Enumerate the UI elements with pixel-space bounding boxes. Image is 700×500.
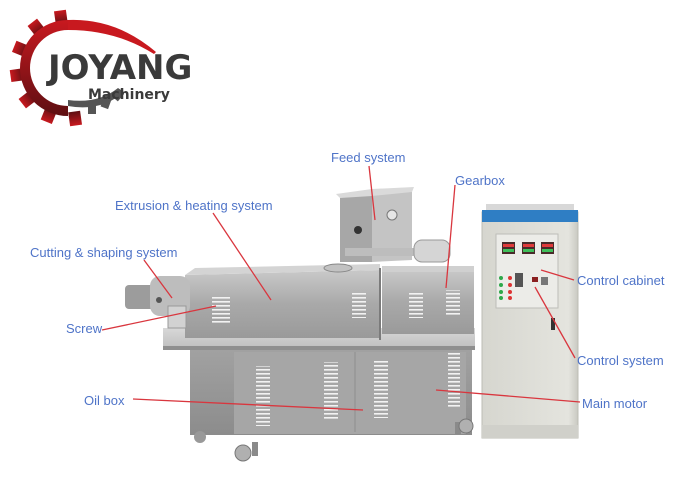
label-oil-box: Oil box xyxy=(84,393,125,408)
label-main-motor: Main motor xyxy=(582,396,648,411)
brand-name: JOYANG xyxy=(48,48,193,88)
label-gearbox: Gearbox xyxy=(455,173,505,188)
cutter-head xyxy=(125,276,190,329)
gear-icon xyxy=(9,9,156,127)
brand-subtitle: Machinery xyxy=(88,87,170,103)
feed-hopper xyxy=(323,187,451,273)
label-feed-system: Feed system xyxy=(331,150,406,165)
oil-box-body xyxy=(190,343,474,462)
leader-lines xyxy=(101,165,581,411)
extrusion-housing xyxy=(185,264,381,340)
label-cutting-shaping-system: Cutting & shaping system xyxy=(30,245,178,260)
label-control-cabinet: Control cabinet xyxy=(577,273,665,288)
joyang-logo: JOYANG Machinery xyxy=(6,8,206,128)
label-control-system: Control system xyxy=(577,353,664,368)
label-extrusion-heating-system: Extrusion & heating system xyxy=(115,198,273,213)
label-screw: Screw xyxy=(66,321,103,336)
control-cabinet-body xyxy=(481,204,579,439)
gearbox-housing xyxy=(382,266,474,334)
